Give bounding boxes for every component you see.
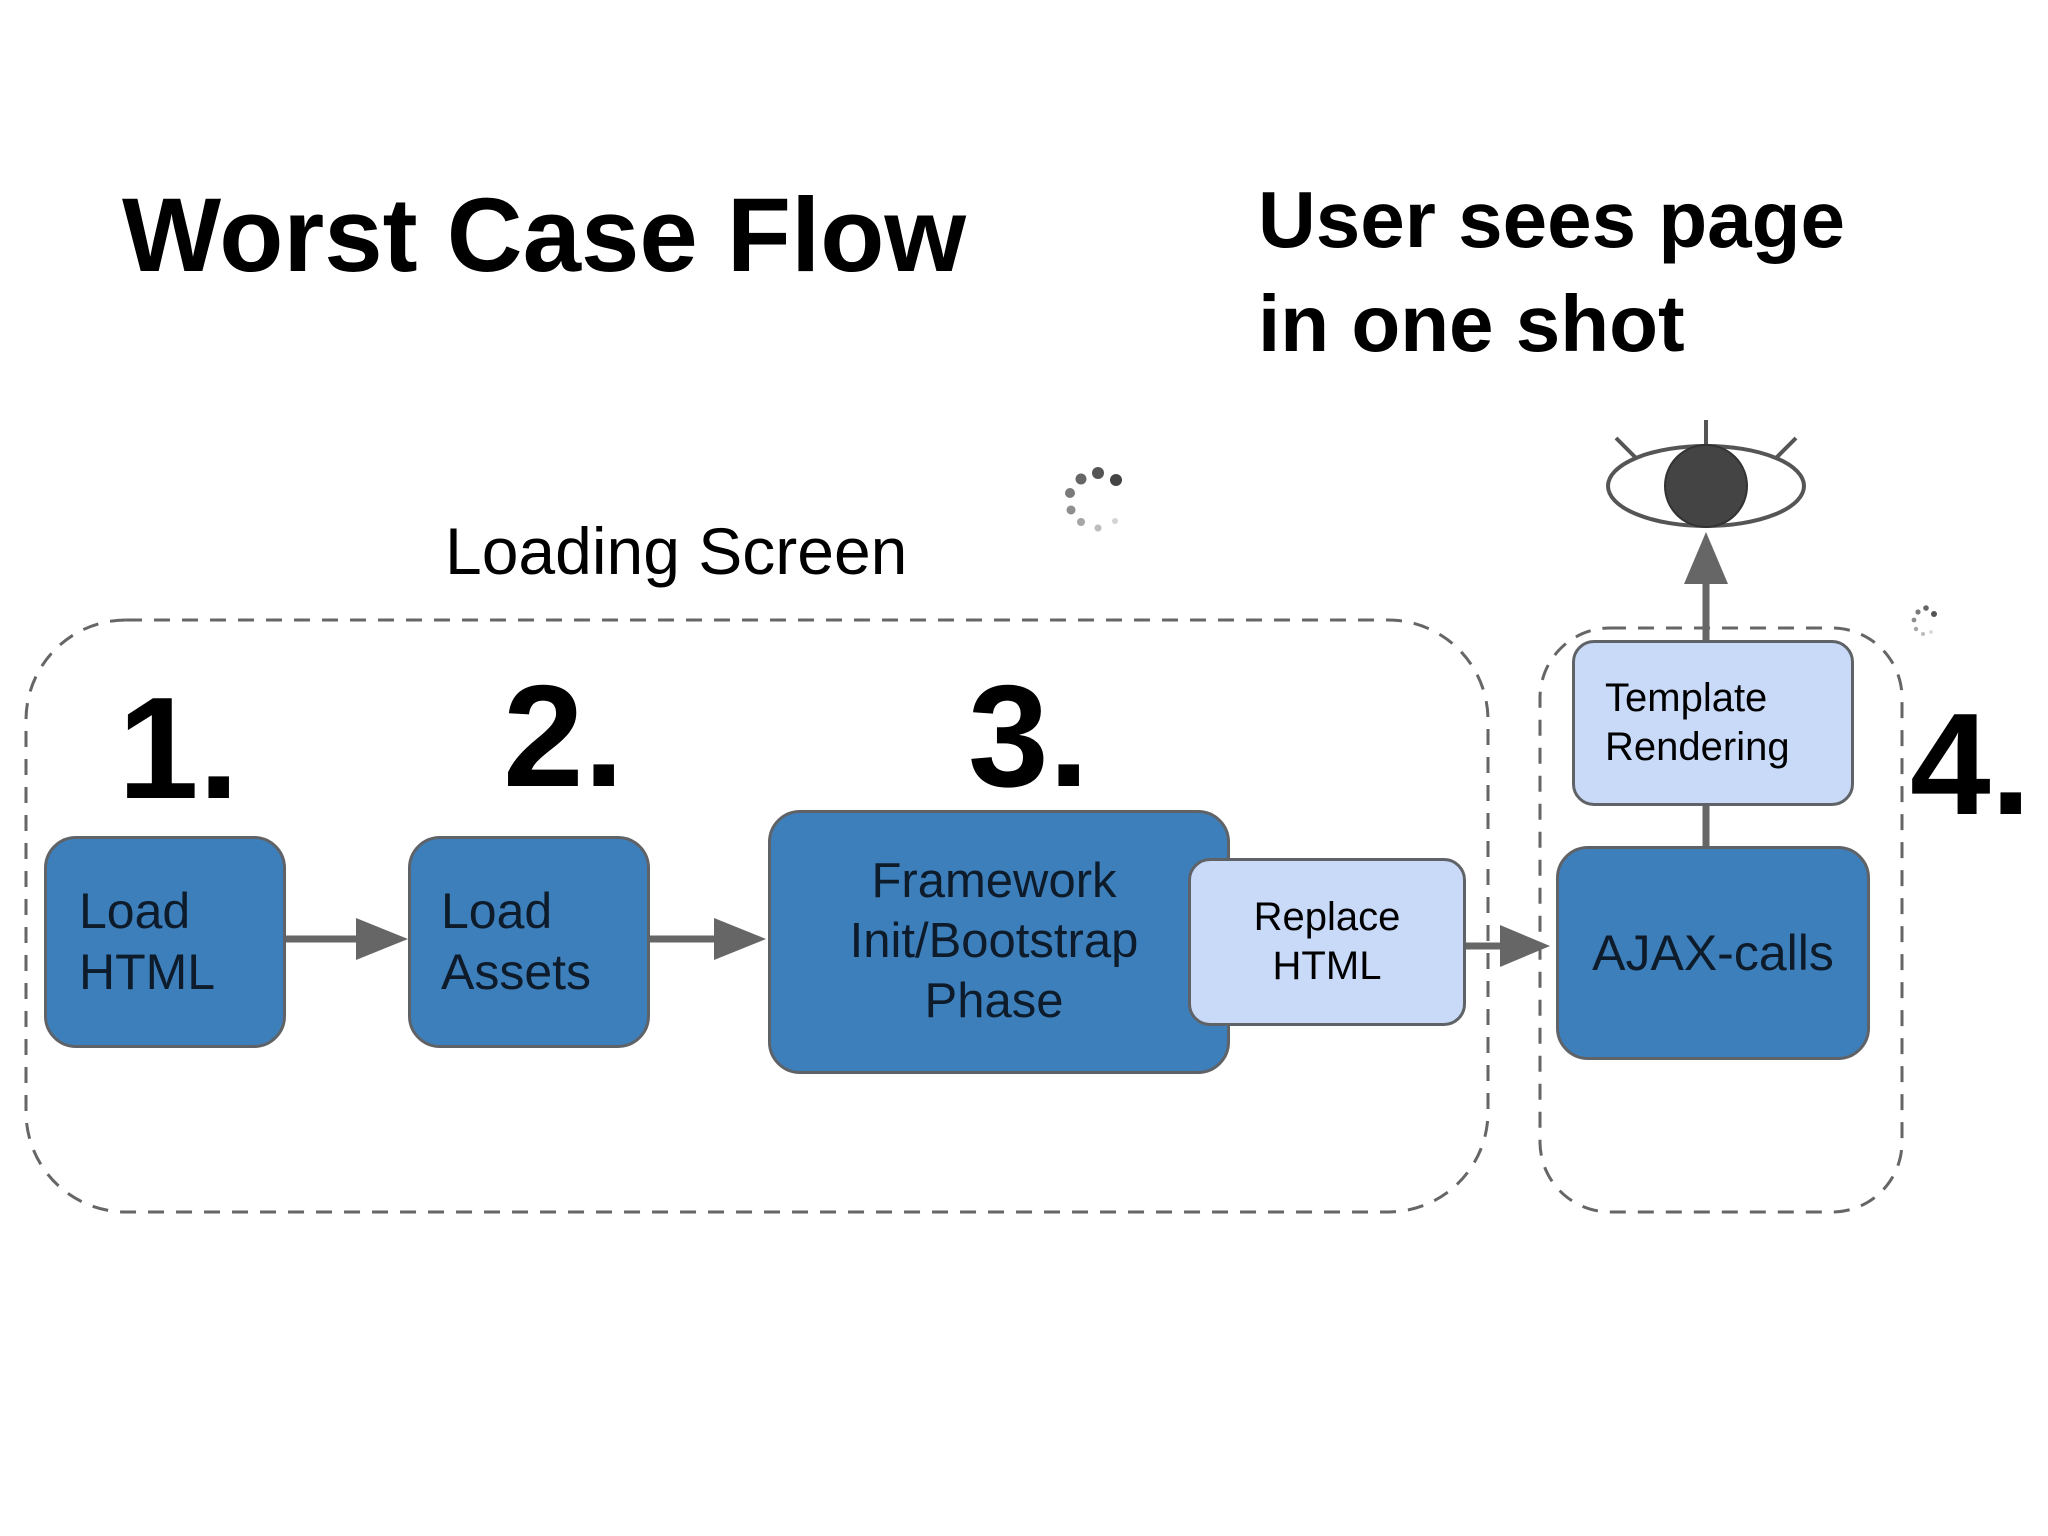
- step-number-2: 2.: [503, 655, 624, 817]
- ajax-calls-label: AJAX-calls: [1592, 924, 1834, 981]
- load-html-box: Load HTML: [44, 836, 286, 1048]
- loading-screen-group: [24, 618, 1490, 1214]
- replace-html-line-1: Replace: [1253, 895, 1401, 940]
- load-assets-line-2: Assets: [441, 944, 592, 1000]
- ajax-calls-box: AJAX-calls: [1556, 846, 1870, 1060]
- subtitle-line-1: User sees page: [1258, 175, 1846, 264]
- render-group: [1538, 626, 1904, 1214]
- step-number-4: 4.: [1910, 683, 2031, 845]
- loading-screen-label: Loading Screen: [445, 514, 908, 588]
- arrow-template-to-eye: [1684, 532, 1728, 640]
- step-number-1: 1.: [118, 667, 239, 829]
- subtitle: User sees page in one shot: [1258, 168, 1845, 376]
- replace-html-line-2: HTML: [1272, 944, 1382, 988]
- eye-icon: [1606, 420, 1806, 528]
- load-assets-box: Load Assets: [408, 836, 650, 1048]
- arrow-load-assets-to-framework: [646, 918, 766, 960]
- framework-line-1: Framework: [871, 854, 1117, 909]
- arrow-replace-html-to-ajax: [1458, 925, 1550, 967]
- template-rendering-line-2: Rendering: [1605, 725, 1790, 769]
- template-rendering-box: Template Rendering: [1572, 640, 1854, 806]
- load-html-line-1: Load: [79, 883, 191, 939]
- load-assets-line-1: Load: [441, 883, 553, 939]
- page-title: Worst Case Flow: [122, 177, 967, 294]
- arrow-load-html-to-load-assets: [284, 918, 408, 960]
- step-number-3: 3.: [968, 655, 1089, 817]
- subtitle-line-2: in one shot: [1258, 279, 1685, 368]
- framework-line-3: Phase: [924, 973, 1064, 1028]
- framework-init-box: Framework Init/Bootstrap Phase: [768, 810, 1230, 1074]
- load-html-line-2: HTML: [79, 944, 216, 1000]
- template-rendering-line-1: Template: [1605, 676, 1768, 721]
- small-loading-spinner-icon: [1911, 605, 1937, 636]
- loading-spinner-icon: [1065, 467, 1122, 532]
- replace-html-box: Replace HTML: [1188, 858, 1466, 1026]
- framework-line-2: Init/Bootstrap: [849, 914, 1139, 969]
